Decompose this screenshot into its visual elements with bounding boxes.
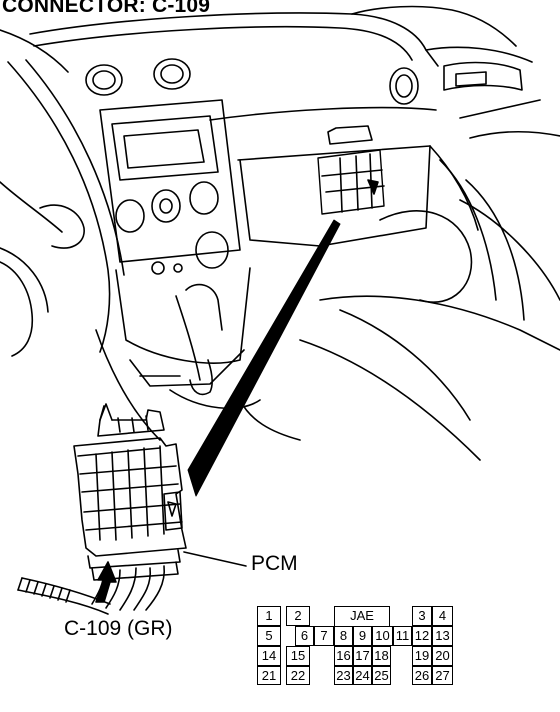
dashboard-top <box>29 5 533 161</box>
pin-cell: 18 <box>372 646 391 666</box>
pin-cell: 16 <box>334 646 353 666</box>
pin-cell: 6 <box>295 626 314 646</box>
pcm-label: PCM <box>251 552 298 575</box>
pin-cell: 1 <box>257 606 281 626</box>
pin-cell: 27 <box>432 666 453 685</box>
center-console <box>95 267 301 441</box>
pin-cell: 23 <box>334 666 353 685</box>
pin-cell: 8 <box>334 626 353 646</box>
pin-cell: 24 <box>353 666 372 685</box>
connector-arrow <box>95 561 117 603</box>
pin-cell: 9 <box>353 626 372 646</box>
keyway-label: JAE <box>334 606 390 626</box>
pin-cell: 21 <box>257 666 281 685</box>
connector-label: C-109 (GR) <box>64 617 173 640</box>
pin-cell: 3 <box>412 606 432 626</box>
pin-cell: 5 <box>257 626 281 646</box>
pin-layout-grid: 1 2 JAE 3 4 5 6 7 8 9 10 11 12 13 14 15 … <box>257 606 453 685</box>
pin-cell: 15 <box>286 646 310 666</box>
pin-cell: 26 <box>412 666 432 685</box>
pin-cell: 25 <box>372 666 391 685</box>
pcm-small-view <box>317 125 385 215</box>
pcm-leader-line <box>183 551 247 567</box>
pcm-connector-enlarged <box>17 403 187 615</box>
pin-cell: 13 <box>432 626 453 646</box>
pin-cell: 19 <box>412 646 432 666</box>
pin-cell: 4 <box>432 606 453 626</box>
pin-cell: 7 <box>314 626 334 646</box>
pin-cell: 11 <box>393 626 412 646</box>
air-vents <box>85 58 419 105</box>
pin-cell: 10 <box>372 626 393 646</box>
center-stack <box>99 99 241 275</box>
pin-cell: 2 <box>286 606 310 626</box>
page-title: CONNECTOR: C-109 <box>2 0 211 17</box>
passenger-side <box>239 61 560 461</box>
pin-cell: 20 <box>432 646 453 666</box>
steering-wheel <box>0 29 125 357</box>
pin-cell: 22 <box>286 666 310 685</box>
pin-cell: 17 <box>353 646 372 666</box>
pin-cell: 14 <box>257 646 281 666</box>
pin-cell: 12 <box>412 626 432 646</box>
leader-wedge <box>187 219 341 497</box>
